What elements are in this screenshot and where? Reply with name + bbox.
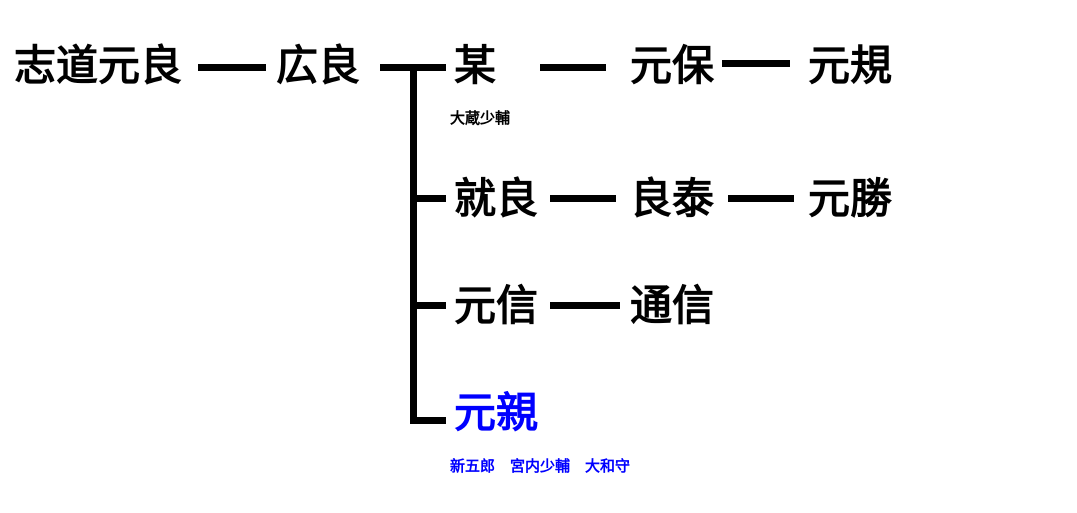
connector-branch-to-child-4 [410,417,446,424]
person-child-2: 就良 [454,174,539,223]
connector-desc-1-1-to-desc-1-2 [722,60,790,67]
person-child-2-desc-2: 元勝 [808,174,893,223]
connector-branch-to-child-1 [410,64,446,71]
connector-child-2-to-desc-1 [550,195,616,202]
person-child-1-note: 大蔵少輔 [450,109,511,127]
connector-vertical-branch [410,64,417,424]
person-child-1: 某 [454,41,497,90]
person-child-4-note: 新五郎 宮内少輔 大和守 [450,457,631,475]
person-child-3: 元信 [454,281,539,330]
connector-desc-2-1-to-desc-2-2 [728,195,794,202]
person-gen2: 広良 [276,41,361,90]
person-child-3-desc-1: 通信 [630,281,715,330]
connector-branch-to-child-2 [410,195,446,202]
connector-child-1-to-desc-1 [540,64,606,71]
person-child-2-desc-1: 良泰 [630,174,715,223]
person-child-1-desc-2: 元規 [808,41,893,90]
person-root: 志道元良 [14,41,183,90]
connector-root-to-hirayoshi [198,64,266,71]
connector-branch-to-child-3 [410,302,446,309]
person-child-1-desc-1: 元保 [630,41,715,90]
connector-child-3-to-desc-1 [550,302,620,309]
connector-hirayoshi-to-branch [380,64,416,71]
person-child-4-highlighted: 元親 [454,388,539,437]
